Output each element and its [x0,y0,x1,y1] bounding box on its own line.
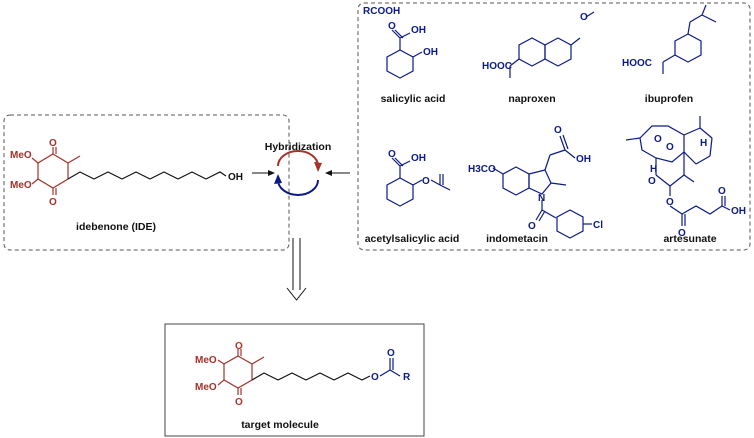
idebenone-box [3,114,290,251]
idebenone-label: idebenone (IDE) [76,221,156,233]
idebenone-oxygen-bottom: O [49,197,57,208]
idebenone-hydroxyl: OH [228,172,243,183]
indometacin-nitrogen: N [538,193,545,204]
target-oxygen-bottom: O [235,397,243,408]
target-r-group: R [403,372,411,383]
artesunate-h-1: H [700,138,707,149]
hybridization-label: Hybridization [265,141,332,153]
idebenone-methoxy-2: MeO [10,180,32,191]
acetylsalicylic-ester-oxygen: O [422,176,430,187]
artesunate-acid-oh: OH [731,206,746,217]
acetylsalicylic-acid-structure [386,157,451,207]
target-structure [217,349,401,395]
target-box [164,323,425,437]
indometacin-amide-oxygen: O [528,221,536,232]
arrow-from-acids [325,170,350,176]
indometacin-label: indometacin [486,233,548,245]
artesunate-label: artesunate [663,233,716,245]
artesunate-carbonyl-oxygen: O [678,228,686,239]
artesunate-ring-oxygen: O [648,176,656,187]
salicylic-acid-label: salicylic acid [381,93,446,105]
arrow-from-idebenone [252,170,275,176]
idebenone-structure [31,147,227,195]
ibuprofen-label: ibuprofen [645,93,693,105]
artesunate-h-2: H [650,164,657,175]
target-methoxy-2: MeO [195,382,217,393]
indometacin-chlorine: Cl [593,220,603,231]
naproxen-carboxyl: HOOC [482,61,512,72]
indometacin-methoxy: H3CO [468,164,496,175]
down-arrow [286,238,307,301]
naproxen-label: naproxen [508,93,555,105]
salicylic-carbonyl-oxygen: O [388,21,396,32]
artesunate-acid-carbonyl-oxygen: O [718,186,726,197]
hybridization-cycle-icon [274,150,322,196]
indometacin-structure [492,134,592,239]
artesunate-ester-oxygen: O [666,197,674,208]
target-methoxy-1: MeO [195,355,217,366]
ibuprofen-carboxyl: HOOC [622,58,652,69]
target-oxygen-top: O [235,341,243,352]
acetylsalicylic-acid-oh: OH [411,153,426,164]
ibuprofen-structure [662,4,717,74]
idebenone-oxygen-top: O [49,138,57,149]
target-carbonyl-oxygen: O [387,348,395,359]
salicylic-phenol-oh: OH [423,47,438,58]
salicylic-acid-oh: OH [411,25,426,36]
target-molecule-label: target molecule [241,419,319,431]
artesunate-peroxide-oxygen-2: O [666,142,674,153]
indometacin-acid-oh: OH [576,154,591,165]
acids-box [357,2,751,251]
artesunate-structure [625,116,731,226]
artesunate-peroxide-oxygen-1: O [654,134,662,145]
indometacin-carbonyl-oxygen: O [554,125,562,136]
rcooh-label: RCOOH [363,6,400,17]
naproxen-methoxy-oxygen: O [580,12,588,23]
target-ester-oxygen: O [371,372,379,383]
acetylsalicylic-acid-label: acetylsalicylic acid [365,233,460,245]
acetylsalicylic-carbonyl-oxygen: O [388,149,396,160]
salicylic-acid-structure [386,29,423,79]
idebenone-methoxy-1: MeO [10,150,32,161]
naproxen-structure [509,11,595,78]
